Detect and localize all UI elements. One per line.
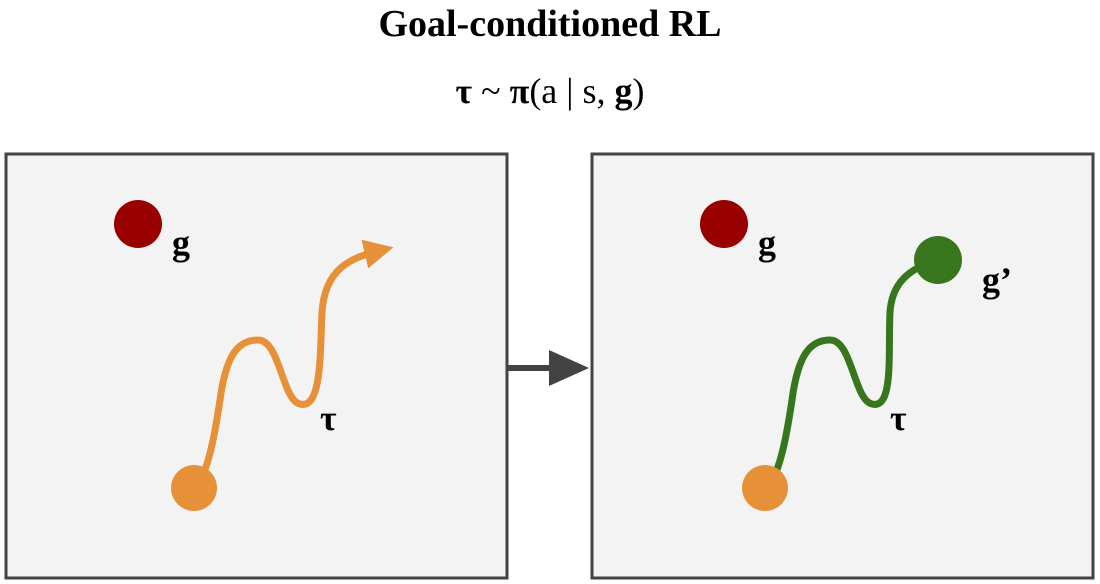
formula-close: ) — [632, 71, 645, 111]
formula-goal: g — [614, 71, 633, 111]
left-start-dot — [171, 465, 217, 511]
transition-arrow-head — [549, 350, 589, 386]
left-trajectory-arrow — [192, 239, 394, 492]
left-panel-frame — [4, 152, 509, 580]
left-panel: g τ — [4, 152, 509, 580]
relabeled-goal-label: g’ — [982, 260, 1012, 300]
right-panel-frame — [590, 152, 1095, 580]
relabeled-goal-dot — [914, 236, 962, 284]
diagram-title: Goal-conditioned RL — [378, 3, 722, 45]
right-trajectory — [764, 256, 942, 492]
formula-pi: π — [509, 71, 530, 111]
left-trajectory-label: τ — [320, 398, 337, 438]
right-goal-dot — [700, 200, 748, 248]
formula-args: (a | s, — [529, 71, 615, 111]
right-trajectory-label: τ — [890, 398, 907, 438]
policy-formula: τ ~ π(a | s, g) — [0, 70, 1100, 112]
right-goal-label: g — [758, 223, 776, 263]
left-goal-label: g — [172, 223, 190, 263]
formula-tau: τ — [455, 71, 473, 111]
left-goal-dot — [114, 200, 162, 248]
formula-sim: ~ — [472, 71, 510, 111]
transition-arrow — [508, 350, 589, 386]
right-start-dot — [742, 465, 788, 511]
right-panel: g g’ τ — [590, 152, 1095, 580]
